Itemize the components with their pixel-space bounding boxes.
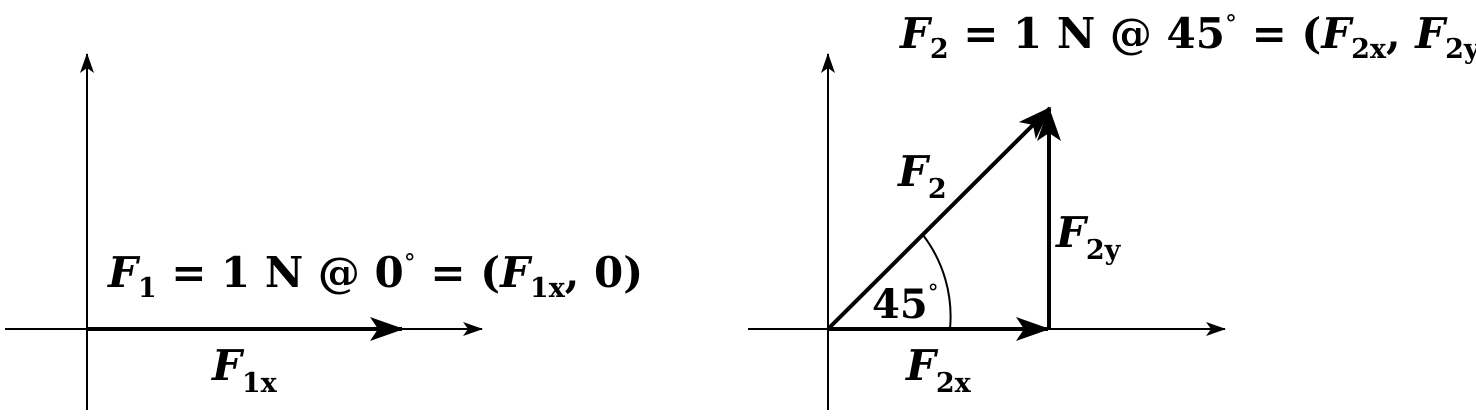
f1-symbol: F bbox=[107, 248, 141, 297]
f1-tuple-tail: , 0) bbox=[565, 248, 643, 297]
f2-vector-arrow bbox=[826, 106, 1052, 331]
angle-value: 45 bbox=[872, 281, 928, 328]
f2y-label: F2y bbox=[1055, 208, 1122, 266]
f1x-label-subscript: 1x bbox=[242, 368, 278, 399]
f1-subscript: 1 bbox=[138, 273, 157, 304]
f2-magnitude-angle: = 1 N @ 45 bbox=[949, 9, 1225, 58]
f1x-label: F1x bbox=[211, 341, 278, 399]
angle-label: 45° bbox=[872, 281, 939, 328]
f2x-label-symbol: F bbox=[905, 341, 939, 390]
f2y-label-subscript: 2y bbox=[1086, 235, 1122, 266]
f1-magnitude-angle: = 1 N @ 0 bbox=[157, 248, 404, 297]
f1x-symbol: F bbox=[499, 248, 533, 297]
f2y-subscript: 2y bbox=[1445, 34, 1476, 65]
f2y-symbol: F bbox=[1414, 9, 1448, 58]
f2-equation: F2 = 1 N @ 45° = (F2x, F2y) bbox=[899, 9, 1476, 65]
f2x-label-subscript: 2x bbox=[936, 368, 972, 399]
f2x-subscript: 2x bbox=[1351, 34, 1387, 65]
f1x-subscript: 1x bbox=[530, 273, 566, 304]
angle-degree: ° bbox=[928, 281, 939, 306]
f2x-symbol: F bbox=[1320, 9, 1354, 58]
f2-equals: = ( bbox=[1237, 9, 1321, 58]
f2-vector-subscript: 2 bbox=[928, 174, 947, 205]
f2-subscript: 2 bbox=[930, 34, 949, 65]
f1-degree: ° bbox=[404, 249, 416, 277]
f2-symbol: F bbox=[899, 9, 933, 58]
angle-arc bbox=[922, 234, 952, 330]
f2y-label-symbol: F bbox=[1055, 208, 1089, 257]
f1x-label-symbol: F bbox=[211, 341, 245, 390]
f1-equals: = ( bbox=[416, 248, 500, 297]
f2-comma: , bbox=[1386, 9, 1415, 58]
right-diagram: F2 = 1 N @ 45° = (F2x, F2y) F2 F2y F2x 4… bbox=[748, 9, 1476, 410]
f2-vector-symbol: F bbox=[897, 147, 931, 196]
f2-vector-label: F2 bbox=[897, 147, 947, 205]
f2x-label: F2x bbox=[905, 341, 972, 399]
f2-degree: ° bbox=[1225, 10, 1237, 38]
left-diagram: F1 = 1 N @ 0° = (F1x, 0) F1x bbox=[5, 53, 643, 410]
f1-equation: F1 = 1 N @ 0° = (F1x, 0) bbox=[107, 248, 643, 304]
